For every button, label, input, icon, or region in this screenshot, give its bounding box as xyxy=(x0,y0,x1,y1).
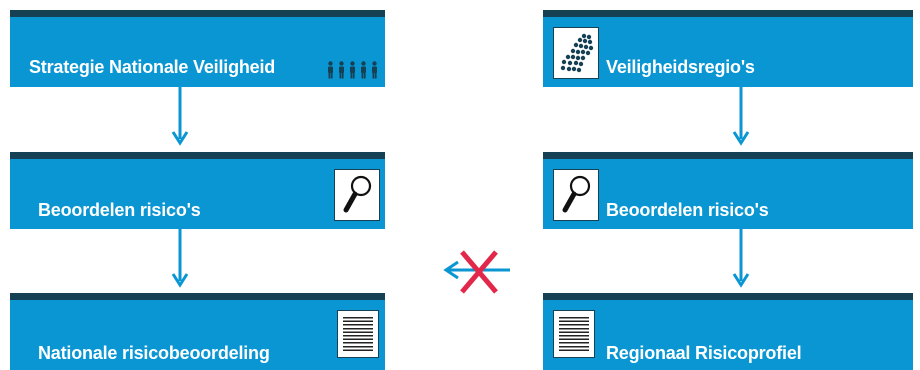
right-box-regionaal-label: Regionaal Risicoprofiel xyxy=(606,343,802,363)
left-box-strategie: Strategie Nationale Veiligheid xyxy=(10,10,385,87)
document-icon xyxy=(553,310,595,358)
right-box-beoordelen-label: Beoordelen risico's xyxy=(606,200,769,220)
netherlands-map-icon xyxy=(553,27,599,79)
right-arrow-2 xyxy=(732,229,750,288)
left-box-strategie-label: Strategie Nationale Veiligheid xyxy=(29,57,276,77)
magnifier-icon xyxy=(553,169,599,221)
left-arrow-1 xyxy=(171,87,189,146)
right-box-veiligheidsregios-label: Veiligheidsregio's xyxy=(606,57,755,77)
left-box-beoordelen-label: Beoordelen risico's xyxy=(38,200,201,220)
document-icon xyxy=(337,310,379,358)
left-box-nationale-label: Nationale risicobeoordeling xyxy=(38,343,270,363)
people-icon xyxy=(328,61,377,79)
right-arrow-1 xyxy=(732,87,750,146)
right-box-regionaal: Regionaal Risicoprofiel xyxy=(543,293,913,370)
right-box-beoordelen: Beoordelen risico's xyxy=(543,152,913,229)
right-box-veiligheidsregios: Veiligheidsregio's xyxy=(543,10,913,87)
magnifier-icon xyxy=(334,169,380,221)
left-box-beoordelen: Beoordelen risico's xyxy=(10,152,385,229)
blocked-arrow-icon xyxy=(443,250,510,294)
left-box-nationale: Nationale risicobeoordeling xyxy=(10,293,385,370)
left-arrow-2 xyxy=(171,229,189,288)
